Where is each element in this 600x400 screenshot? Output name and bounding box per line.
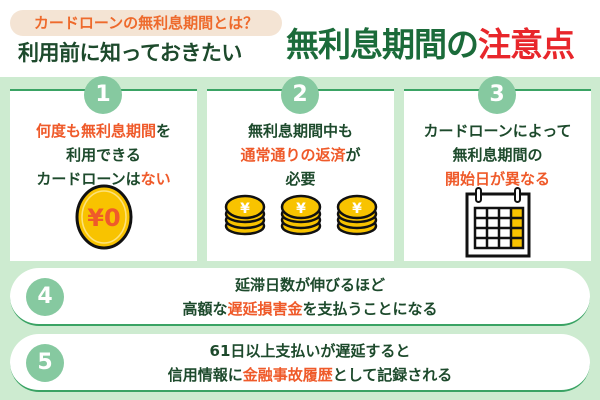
card-2: 無利息期間中も 通常通りの返済が 必要 ¥ ¥ ¥ (207, 89, 394, 261)
svg-text:¥: ¥ (240, 201, 250, 217)
svg-text:¥: ¥ (352, 201, 362, 217)
number-badge-4: 4 (26, 278, 64, 316)
row-5: 5 61日以上支払いが遅延すると 信用情報に金融事故履歴として記録される (10, 334, 590, 392)
card-text: 何度も無利息期間を 利用できる カードローンはない (10, 119, 197, 191)
text: 無利息期間中も (247, 122, 353, 140)
text: 利用できる (66, 146, 141, 164)
text-highlight: 何度も無利息期間 (35, 122, 156, 140)
zero-yen-coin-icon: ¥0 (10, 183, 197, 251)
text: 信用情報に (167, 366, 243, 384)
coin-stack-icon: ¥ (224, 194, 265, 236)
number-badge-3: 3 (478, 76, 516, 114)
text: 延滞日数が伸びるほど (234, 276, 385, 294)
coin-label: ¥0 (87, 204, 120, 232)
card-text: カードローンによって 無利息期間の 開始日が異なる (404, 119, 591, 191)
row-text: 延滞日数が伸びるほど 高額な遅延損害金を支払うことになる (70, 273, 550, 321)
text-highlight: 遅延損害金 (227, 300, 303, 318)
title-accent: 注意点 (478, 25, 575, 64)
number-badge-1: 1 (84, 76, 122, 114)
lead-heading: 利用前に知っておきたい (18, 41, 242, 65)
coin-stack-icon: ¥ (336, 194, 377, 236)
svg-text:¥: ¥ (296, 201, 306, 217)
title-main: 無利息期間の (286, 25, 479, 64)
number-badge-2: 2 (281, 76, 319, 114)
text: カードローンは (36, 170, 141, 188)
card-3: カードローンによって 無利息期間の 開始日が異なる (404, 89, 591, 261)
yen-coin-stacks-icon: ¥ ¥ ¥ (207, 194, 394, 236)
text: を (156, 122, 172, 140)
text-highlight: 開始日が異なる (444, 170, 550, 188)
number-badge-5: 5 (26, 344, 64, 382)
row-text: 61日以上支払いが遅延すると 信用情報に金融事故履歴として記録される (70, 339, 550, 387)
text-highlight: 金融事故履歴 (242, 366, 333, 384)
text: が (345, 146, 361, 164)
text: 無利息期間の (452, 146, 543, 164)
calendar-icon (404, 186, 591, 258)
text: 61日以上支払いが遅延すると (209, 342, 411, 360)
text: として記録される (332, 366, 453, 384)
text: カードローンによって (423, 122, 572, 140)
page-title: 無利息期間の注意点 (286, 18, 575, 66)
coin-stack-icon: ¥ (280, 194, 321, 236)
text: 高額な (182, 300, 228, 318)
card-text: 無利息期間中も 通常通りの返済が 必要 (207, 119, 394, 191)
row-4: 4 延滞日数が伸びるほど 高額な遅延損害金を支払うことになる (10, 268, 590, 326)
text-highlight: ない (140, 170, 171, 188)
text: 必要 (285, 170, 316, 188)
text: を支払うことになる (302, 300, 438, 318)
text-highlight: 通常通りの返済 (240, 146, 346, 164)
card-1: 何度も無利息期間を 利用できる カードローンはない ¥0 (10, 89, 197, 261)
subtitle-badge: カードローンの無利息期間とは？ (10, 10, 282, 36)
